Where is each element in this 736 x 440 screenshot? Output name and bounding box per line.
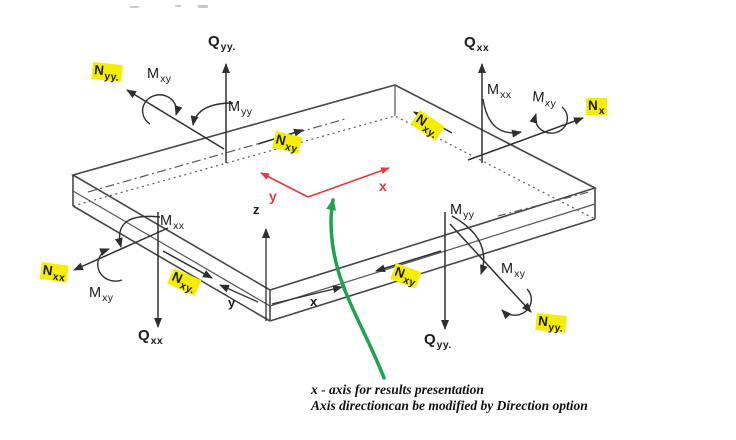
label-subscript: yy. [436,339,452,351]
hidden-bottom-back-edges [72,115,596,220]
myy-right-arc [451,215,488,275]
mxy-left-loop [97,248,123,282]
red-x-axis-arrow [307,167,390,198]
label-subscript: xx [476,42,490,54]
label-subscript: yy. [547,321,564,335]
label-nxx-left: Nxx [39,262,69,285]
nxx-left-arrow [73,227,169,271]
label-subscript: yy [241,106,253,118]
caption: x - axis for results presentation Axis d… [311,382,588,413]
z-axis-label: z [253,202,260,217]
label-subscript: yy. [220,41,236,53]
caption-line-1: x - axis for results presentation [311,382,484,397]
nx-top-right-arrow [467,117,584,161]
label-main: Q [138,327,150,344]
label-qyy-bottom: Qyy. [424,331,452,351]
scan-artifact [175,5,181,7]
scan-artifact [130,6,139,8]
mxx-top-right-arc [482,98,522,138]
mxy-bottom-right-loop [501,288,532,320]
label-main: N [41,262,54,279]
moment-arcs [97,94,569,320]
myy-top-left-arc [190,102,234,126]
label-main: Q [208,33,220,50]
plate-bottom-front-left-edge [72,205,271,322]
label-main: M [160,213,173,229]
label-myy-top-left: Myy [228,99,253,118]
red-y-axis-label: y [269,188,277,204]
label-main: M [487,82,500,98]
label-mxx-top-right: Mxx [487,82,512,101]
label-subscript: xy [160,73,172,85]
label-main: N [93,62,105,79]
label-main: M [450,202,463,218]
label-main: Q [424,331,436,348]
label-subscript: xy [514,268,526,280]
x-axis-label: x [310,294,318,309]
nxy-bottom-right-arrow [375,250,442,273]
label-subscript: xx [173,220,185,232]
x-axis-arrow [271,285,343,305]
label-main: N [537,313,549,330]
caption-line-2: Axis directioncan be modified by Directi… [311,397,588,413]
label-main: N [588,98,598,113]
nyy-bottom-right-arrow [449,223,532,313]
label-mxx-left: Mxx [160,213,185,232]
label-mxy-top-left: Mxy [147,66,172,85]
red-result-axes [260,167,390,198]
label-subscript: xy [102,292,114,304]
membrane-force-arrows [73,89,584,313]
label-subscript: xy [544,97,557,111]
centerline-right-edge [497,191,590,217]
y-axis-label: y [228,295,236,310]
label-nyy-bottom-right: Nyy. [535,313,567,335]
label-mxy-left: Mxy [89,285,114,304]
label-subscript: xx [150,335,164,347]
nxy-bottom-left-arrow [162,250,213,279]
red-y-axis-arrow [260,172,309,198]
label-subscript: xx [500,89,512,101]
mxx-left-arc [114,215,161,248]
midplane-front-left [72,190,271,307]
label-mxy-bottom-right: Mxy [501,261,526,280]
label-myy-right: Myy [450,202,475,221]
label-nx-right: Nx [586,98,607,117]
scan-artifact [198,5,208,8]
centerline-top-face [87,118,346,193]
label-main: M [501,261,514,277]
label-qyy-top: Qyy. [208,33,236,53]
label-mxy-top-right: Mxy [531,89,558,111]
label-subscript: xx [51,270,67,285]
label-qxx-bottom: Qxx [138,327,164,347]
midplane-front-right [269,203,596,307]
label-main: M [147,66,160,82]
red-x-axis-label: x [379,178,387,194]
plate-midplane-lines [72,85,596,307]
label-subscript: xy [283,140,299,156]
label-subscript: yy [463,209,475,221]
element-axes [219,228,343,321]
green-annotation-arrow [326,198,386,380]
nyy-top-left-arrow [126,89,225,150]
shear-force-arrows [154,63,486,330]
label-subscript: x [598,105,605,117]
label-main: M [228,99,241,115]
plate-solid-edges [70,84,598,322]
mxy-top-right-loop [529,106,569,134]
label-nyy-top-left: Nyy. [91,62,123,84]
y-axis-arrow [219,284,259,303]
label-subscript: yy. [103,70,120,84]
label-main: M [531,89,546,106]
label-main: Q [464,34,476,51]
plate-bottom-front-right-edge [269,218,596,322]
mxy-top-left-loop [141,94,183,125]
label-qxx-top-right: Qxx [464,34,490,54]
label-main: M [89,285,102,301]
